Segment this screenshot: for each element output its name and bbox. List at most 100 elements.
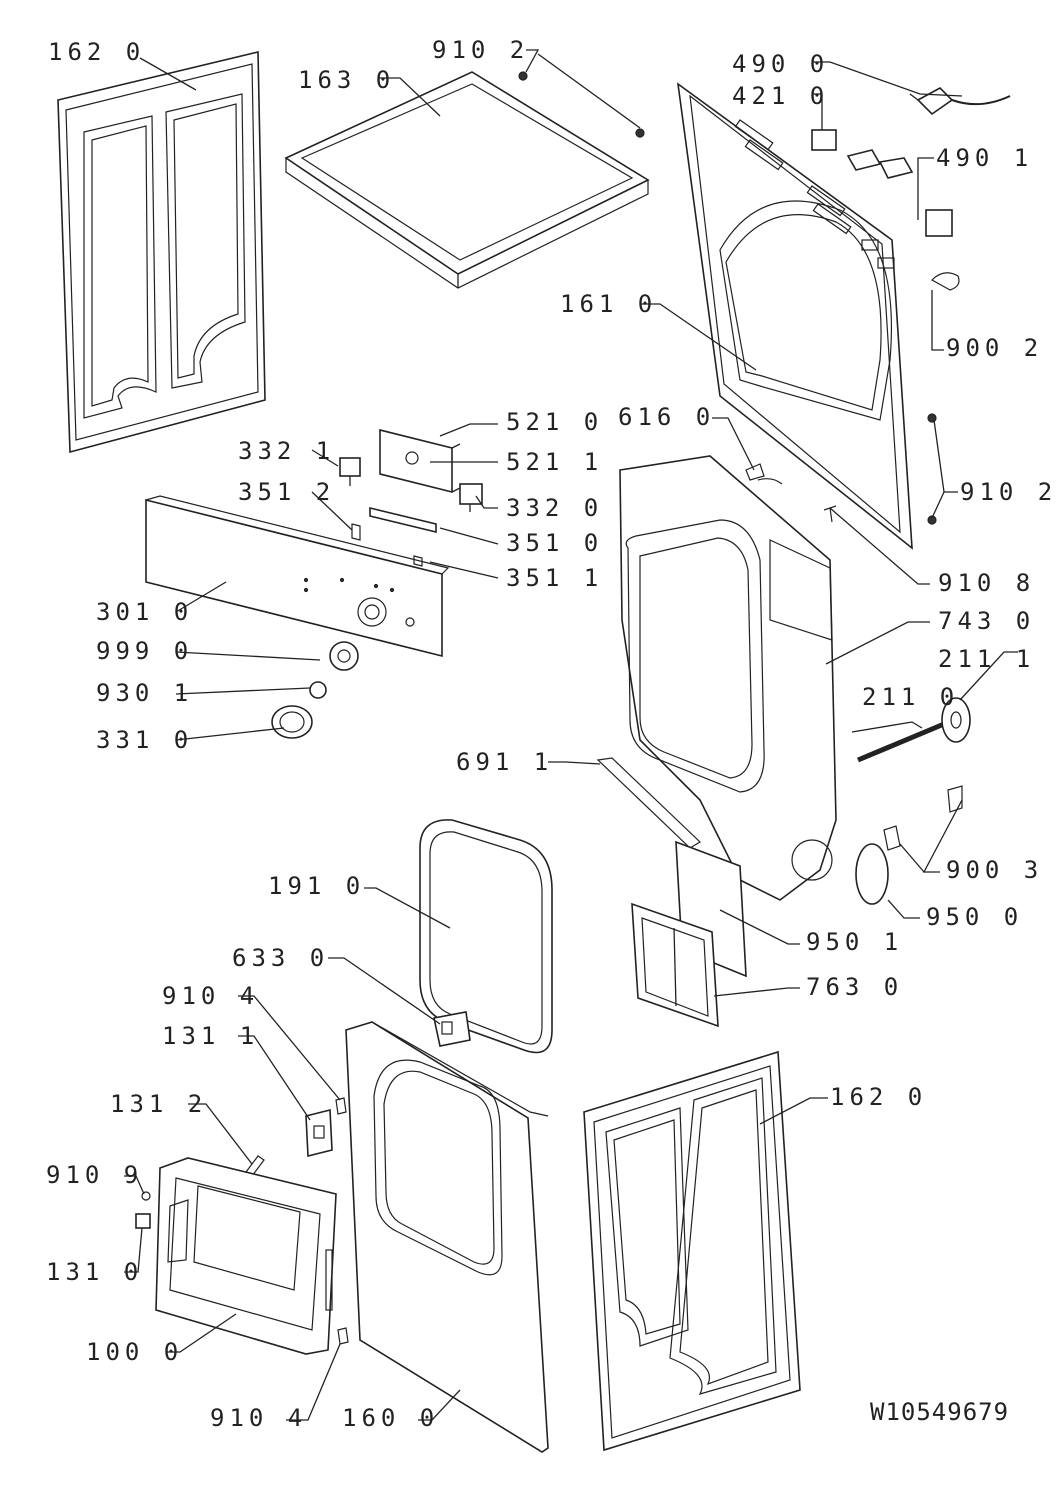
clip-icon	[947, 785, 963, 813]
callout-label: 490 0	[732, 50, 829, 78]
leader-line	[548, 761, 601, 765]
callout-label: 999 0	[96, 637, 193, 665]
filter-block	[811, 129, 837, 151]
callout-label: 910 4	[210, 1404, 307, 1432]
leader-line	[439, 527, 499, 545]
leader-line	[899, 843, 925, 873]
screw-icon	[337, 1327, 349, 1345]
leader-lines	[124, 49, 1018, 1421]
leader-line	[286, 1343, 341, 1421]
leader-line	[719, 909, 800, 945]
leader-line	[311, 449, 339, 467]
callout-label: 162 0	[48, 38, 145, 66]
hinge-icon	[135, 1213, 151, 1229]
callout-label: 521 1	[506, 448, 603, 476]
callout-label: 162 0	[830, 1083, 927, 1111]
control-bracket	[379, 428, 461, 494]
callout-label: 331 0	[96, 726, 193, 754]
leader-line	[475, 495, 498, 509]
callout-label: 351 1	[506, 564, 603, 592]
leader-line	[931, 491, 945, 519]
strap	[596, 757, 701, 849]
wire-clip	[931, 272, 960, 291]
callout-labels: 162 0 163 0 910 2 490 0 421 0 490 1 161 …	[46, 36, 1057, 1432]
leader-line	[364, 887, 451, 929]
leader-line	[812, 93, 823, 130]
callout-label: 163 0	[298, 66, 395, 94]
leader-line	[175, 651, 321, 661]
seal-ring	[855, 843, 889, 905]
callout-label: 131 0	[46, 1258, 143, 1286]
callout-label: 910 2	[960, 478, 1057, 506]
callout-label: 691 1	[456, 748, 553, 776]
screw-icon	[335, 1097, 347, 1115]
knob-spring	[309, 681, 327, 699]
light-guide	[413, 555, 423, 567]
light-guide	[351, 523, 361, 541]
leader-line	[378, 77, 441, 117]
callout-label: 191 0	[268, 872, 365, 900]
leader-line	[640, 303, 757, 371]
leader-line	[139, 57, 197, 91]
callout-label: 301 0	[96, 598, 193, 626]
leader-line	[933, 419, 958, 493]
callout-label: 490 1	[936, 144, 1033, 172]
screw-icon	[927, 413, 937, 423]
leader-line	[829, 507, 930, 585]
leader-line	[418, 1389, 461, 1421]
knob-ring	[329, 641, 359, 671]
callout-label: 900 3	[946, 856, 1043, 884]
callout-label: 950 1	[806, 928, 903, 956]
callout-label: 161 0	[560, 290, 657, 318]
leader-line	[759, 1097, 828, 1125]
leader-line	[887, 899, 920, 919]
screw-icon	[518, 71, 645, 138]
callout-label: 160 0	[342, 1404, 439, 1432]
callout-label: 950 0	[926, 903, 1023, 931]
leader-line	[537, 53, 641, 129]
callout-label: 131 1	[162, 1022, 259, 1050]
callout-label: 521 0	[506, 408, 603, 436]
callout-label: 131 2	[110, 1090, 207, 1118]
leader-line	[238, 995, 341, 1101]
cable-clamp	[846, 149, 914, 179]
leader-line	[175, 581, 227, 613]
callout-label: 421 0	[732, 82, 829, 110]
knob-icon	[271, 705, 313, 739]
control-panel	[145, 495, 450, 658]
callout-label: 100 0	[86, 1338, 183, 1366]
leader-line	[713, 987, 800, 997]
callout-label: 910 9	[46, 1161, 143, 1189]
side-panel-right	[583, 1050, 801, 1452]
leader-line	[712, 417, 755, 471]
leader-line	[311, 491, 353, 531]
leader-line	[851, 721, 923, 733]
switch-icon	[339, 457, 361, 486]
callout-label: 211 0	[862, 683, 959, 711]
drum-roller	[857, 697, 971, 763]
leader-line	[917, 157, 934, 220]
power-cord-icon	[909, 87, 1011, 116]
screw-icon	[927, 515, 937, 525]
leader-line	[959, 651, 1018, 701]
front-panel	[345, 1021, 549, 1453]
callout-label: 910 2	[432, 36, 529, 64]
label-sheet	[925, 209, 953, 237]
door-assembly	[155, 1157, 337, 1355]
side-panel-left	[57, 50, 266, 454]
lint-filter	[631, 902, 719, 1028]
leader-line	[439, 423, 498, 437]
callout-label: 910 4	[162, 982, 259, 1010]
leader-line	[124, 1227, 143, 1273]
callout-label: 743 0	[938, 607, 1035, 635]
leader-line	[825, 621, 930, 665]
leader-line	[166, 1313, 237, 1353]
front-frame	[619, 455, 837, 901]
leader-line	[429, 561, 499, 579]
callout-label: 900 2	[946, 334, 1043, 362]
leader-line	[188, 1103, 253, 1165]
callout-label: 930 1	[96, 679, 193, 707]
leader-line	[238, 1035, 311, 1121]
